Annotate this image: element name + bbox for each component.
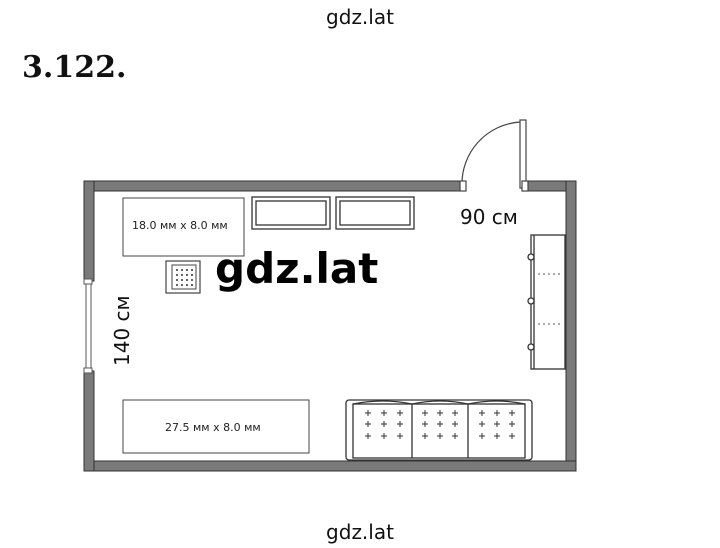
window (83, 278, 93, 374)
door-leaf (519, 119, 527, 189)
door-swing-arc (461, 121, 521, 187)
door (459, 119, 529, 192)
window-width-label: 140 см (110, 295, 134, 366)
desk-label: 18.0 мм x 8.0 мм (132, 219, 228, 232)
right-wall (565, 180, 577, 472)
bed-label: 27.5 мм x 8.0 мм (165, 421, 261, 434)
bed: 27.5 мм x 8.0 мм (122, 399, 310, 454)
sofa (345, 399, 533, 461)
problem-number: 3.122. (22, 50, 127, 85)
door-width-label: 90 см (460, 205, 518, 229)
left-wall-top (83, 180, 95, 282)
top-wall-left (83, 180, 465, 192)
watermark-center: gdz.lat (215, 244, 378, 293)
wardrobe (527, 234, 566, 370)
wall-cabinets (251, 196, 415, 230)
watermark-bottom: gdz.lat (326, 520, 394, 544)
sofa-tufting (365, 410, 515, 439)
desk: 18.0 мм x 8.0 мм (122, 197, 245, 257)
left-wall-bottom (83, 370, 95, 472)
watermark-top: gdz.lat (326, 5, 394, 29)
chair (165, 260, 201, 294)
walls (83, 180, 577, 472)
bottom-wall (83, 460, 577, 472)
